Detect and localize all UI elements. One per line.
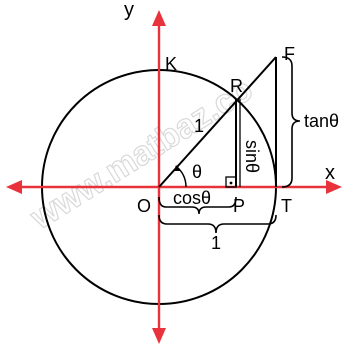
point-f-label: F bbox=[284, 44, 295, 64]
point-o-label: O bbox=[137, 196, 151, 216]
point-r-label: R bbox=[230, 76, 243, 96]
point-t-label: T bbox=[281, 196, 292, 216]
right-angle-marker bbox=[225, 176, 237, 188]
theta-arrow-icon bbox=[174, 165, 181, 171]
point-p-label: P bbox=[233, 196, 245, 216]
y-axis bbox=[152, 10, 166, 344]
sin-label: sinθ bbox=[242, 140, 262, 173]
right-angle-dot bbox=[229, 181, 233, 185]
unit-brace bbox=[158, 214, 277, 234]
x-axis bbox=[6, 180, 342, 194]
unit-bottom-label: 1 bbox=[211, 233, 221, 253]
point-k-label: K bbox=[165, 54, 177, 74]
tan-label: tanθ bbox=[304, 111, 339, 131]
x-axis-label: x bbox=[325, 162, 335, 184]
theta-label: θ bbox=[192, 162, 202, 182]
radius-label: 1 bbox=[194, 116, 204, 136]
y-axis-label: y bbox=[124, 0, 134, 21]
cos-brace bbox=[158, 196, 237, 215]
cos-label: cosθ bbox=[173, 188, 211, 208]
radius-line bbox=[158, 56, 277, 188]
tan-brace bbox=[281, 56, 301, 188]
